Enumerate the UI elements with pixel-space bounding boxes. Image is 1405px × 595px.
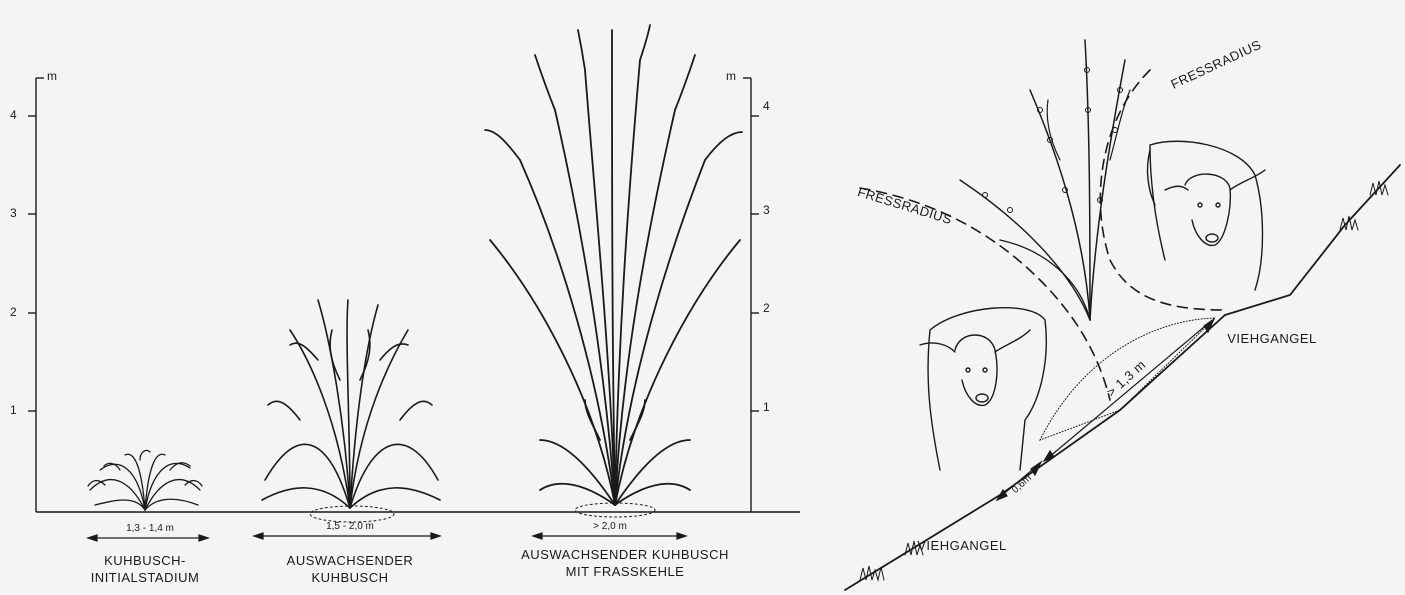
left-tick-2: 2 xyxy=(10,305,17,319)
cow-upper xyxy=(1148,141,1265,290)
caption-stage-2: AUSWACHSENDER KUHBUSCH xyxy=(275,552,425,586)
width-label-stage-1: 1,3 - 1,4 m xyxy=(110,520,190,537)
caption-stage-3-line-1: AUSWACHSENDER KUHBUSCH xyxy=(515,546,735,563)
right-tick-3: 3 xyxy=(763,203,770,217)
caption-stage-3-line-2: MIT FRASSKEHLE xyxy=(515,563,735,580)
cow-lower xyxy=(920,308,1046,470)
left-scale-unit: m xyxy=(47,69,57,83)
caption-stage-2-line-2: KUHBUSCH xyxy=(275,569,425,586)
left-tick-1: 1 xyxy=(10,403,17,417)
left-tick-4: 4 xyxy=(10,108,17,122)
width-label-stage-2: 1,5 - 2,0 m xyxy=(305,518,395,535)
viehgangel-label-lower: VIEHGANGEL xyxy=(912,537,1012,554)
caption-stage-1: KUHBUSCH- INITIALSTADIUM xyxy=(70,552,220,586)
lower-slope xyxy=(845,315,1225,590)
width-label-stage-3: > 2,0 m xyxy=(575,518,645,535)
caption-stage-1-line-2: INITIALSTADIUM xyxy=(70,569,220,586)
bush-growing xyxy=(262,300,440,522)
slope-diagram xyxy=(845,40,1400,590)
right-tick-2: 2 xyxy=(763,301,770,315)
bush-initial-stage xyxy=(88,450,202,510)
caption-stage-1-line-1: KUHBUSCH- xyxy=(70,552,220,569)
bush-with-browse-line xyxy=(485,25,742,517)
left-tick-3: 3 xyxy=(10,206,17,220)
right-tick-1: 1 xyxy=(763,400,770,414)
viehgangel-label-upper: VIEHGANGEL xyxy=(1222,330,1322,347)
right-tick-4: 4 xyxy=(763,99,770,113)
caption-stage-2-line-1: AUSWACHSENDER xyxy=(275,552,425,569)
left-panel xyxy=(28,78,800,512)
caption-stage-3: AUSWACHSENDER KUHBUSCH MIT FRASSKEHLE xyxy=(515,546,735,580)
fressradius-arc-right xyxy=(1100,70,1225,310)
right-scale-unit: m xyxy=(726,69,736,83)
